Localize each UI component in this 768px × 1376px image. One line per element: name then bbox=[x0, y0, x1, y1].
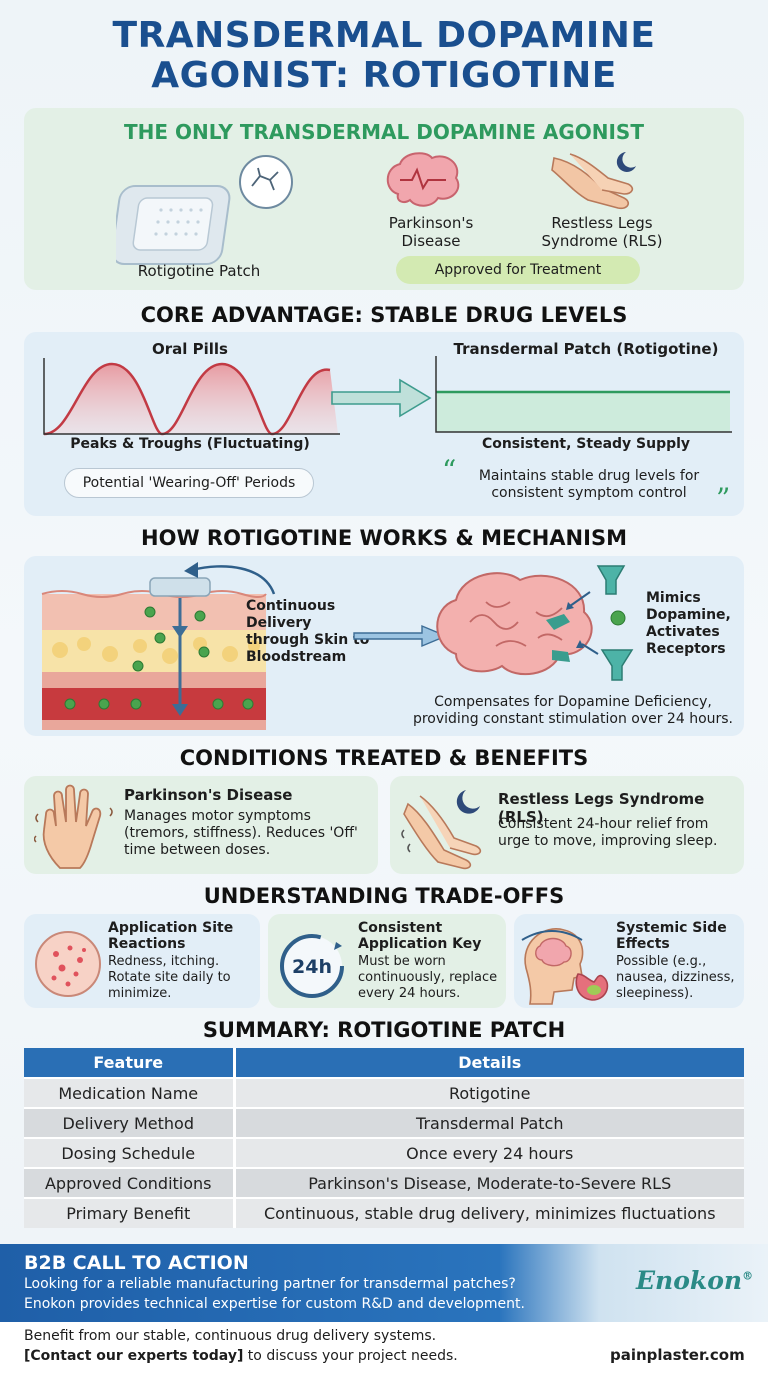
cta-line1: Looking for a reliable manufacturing par… bbox=[24, 1276, 516, 1292]
brand-logo: Enokon® bbox=[636, 1266, 754, 1295]
pd-card: Parkinson's Disease Manages motor sympto… bbox=[24, 776, 378, 874]
col-details: Details bbox=[234, 1048, 744, 1078]
intro-panel: THE ONLY TRANSDERMAL DOPAMINE AGONIST Ro… bbox=[24, 108, 744, 290]
arrow-icon bbox=[331, 378, 432, 418]
rls-card: Restless Legs Syndrome (RLS) Consistent … bbox=[390, 776, 744, 874]
hand-icon bbox=[34, 784, 113, 869]
cta-heading: B2B CALL TO ACTION bbox=[24, 1252, 249, 1274]
pd-text: Manages motor symptoms (tremors, stiffne… bbox=[124, 808, 358, 858]
advantage-heading: CORE ADVANTAGE: STABLE DRUG LEVELS bbox=[140, 303, 628, 327]
delivery-text: Continuous Delivery through Skin to Bloo… bbox=[246, 598, 370, 665]
tradeoffs-heading: UNDERSTANDING TRADE-OFFS bbox=[203, 884, 565, 908]
mechanism-heading: HOW ROTIGOTINE WORKS & MECHANISM bbox=[141, 526, 627, 550]
legs-icon bbox=[551, 152, 636, 210]
intro-heading: THE ONLY TRANSDERMAL DOPAMINE AGONIST bbox=[124, 120, 644, 144]
cta-line2: Enokon provides technical expertise for … bbox=[24, 1296, 525, 1312]
oral-caption: Peaks & Troughs (Fluctuating) bbox=[70, 436, 310, 452]
rls-title: Restless Legs Syndrome (RLS) bbox=[498, 790, 705, 826]
patch-title: Transdermal Patch (Rotigotine) bbox=[453, 340, 719, 358]
mechanism-panel: Continuous Delivery through Skin to Bloo… bbox=[24, 556, 744, 736]
key-card: 24h Consistent Application Key Must be w… bbox=[268, 914, 506, 1008]
quote-open-icon: “ bbox=[442, 454, 457, 487]
brain-receptor-diagram bbox=[436, 572, 593, 675]
quote-close-icon: ” bbox=[716, 482, 731, 515]
sys-text: Possible (e.g., nausea, dizziness, sleep… bbox=[616, 954, 735, 1001]
patch-icon bbox=[116, 155, 293, 265]
systemic-card: Systemic Side Effects Possible (e.g., na… bbox=[514, 914, 744, 1008]
page-title: TRANSDERMAL DOPAMINE AGONIST: ROTIGOTINE bbox=[112, 15, 656, 96]
col-feature: Feature bbox=[24, 1048, 236, 1078]
advantage-panel: Oral Pills Peaks & Troughs (Fluctuating)… bbox=[24, 332, 744, 516]
pd-title: Parkinson's Disease bbox=[124, 786, 293, 804]
summary-heading: SUMMARY: ROTIGOTINE PATCH bbox=[202, 1018, 566, 1042]
patch-label: Rotigotine Patch bbox=[137, 262, 261, 280]
patch-level-chart bbox=[435, 356, 732, 433]
patch-caption: Consistent, Steady Supply bbox=[481, 436, 691, 452]
curved-arrow-icon bbox=[184, 562, 276, 595]
skin-diagram bbox=[41, 577, 267, 730]
key-text: Must be worn continuously, replace every… bbox=[358, 954, 498, 1001]
site-text: Redness, itching. Rotate site daily to m… bbox=[108, 954, 231, 1001]
oral-note: Potential 'Wearing-Off' Periods bbox=[64, 468, 314, 498]
mimics-text: Mimics Dopamine, Activates Receptors bbox=[646, 590, 731, 657]
legs-moon-icon bbox=[401, 790, 482, 870]
patch-quote: Maintains stable drug levels for consist… bbox=[478, 468, 700, 501]
rls-text: Consistent 24-hour relief from urge to m… bbox=[498, 816, 718, 849]
clock-24h-icon bbox=[280, 934, 344, 998]
rls-label: Restless Legs Syndrome (RLS) bbox=[541, 214, 663, 250]
sys-title: Systemic Side Effects bbox=[616, 920, 727, 952]
pd-label: Parkinson's Disease bbox=[388, 214, 474, 250]
head-stomach-icon bbox=[521, 928, 609, 1005]
compensates-text: Compensates for Dopamine Deficiency, pro… bbox=[412, 694, 734, 727]
key-title: Consistent Application Key bbox=[358, 920, 482, 952]
clock-label: 24h bbox=[292, 956, 332, 978]
flow-arrow-icon bbox=[353, 624, 448, 648]
cta-banner: B2B CALL TO ACTION Looking for a reliabl… bbox=[0, 1244, 768, 1322]
receptor-icons bbox=[566, 565, 634, 681]
site-link[interactable]: painplaster.com bbox=[610, 1346, 745, 1364]
site-card: Application Site Reactions Redness, itch… bbox=[24, 914, 260, 1008]
footer-line2: [Contact our experts today] to discuss y… bbox=[24, 1348, 458, 1364]
conditions-heading: CONDITIONS TREATED & BENEFITS bbox=[179, 746, 589, 770]
oral-title: Oral Pills bbox=[152, 340, 228, 358]
contact-link[interactable]: [Contact our experts today] bbox=[24, 1348, 244, 1364]
brain-icon bbox=[386, 152, 460, 207]
approved-badge: Approved for Treatment bbox=[396, 256, 640, 284]
skin-reaction-icon bbox=[35, 931, 101, 997]
site-title: Application Site Reactions bbox=[108, 920, 234, 952]
footer: Benefit from our stable, continuous drug… bbox=[0, 1322, 768, 1376]
footer-line1: Benefit from our stable, continuous drug… bbox=[24, 1328, 437, 1344]
oral-curve-chart bbox=[43, 358, 340, 436]
